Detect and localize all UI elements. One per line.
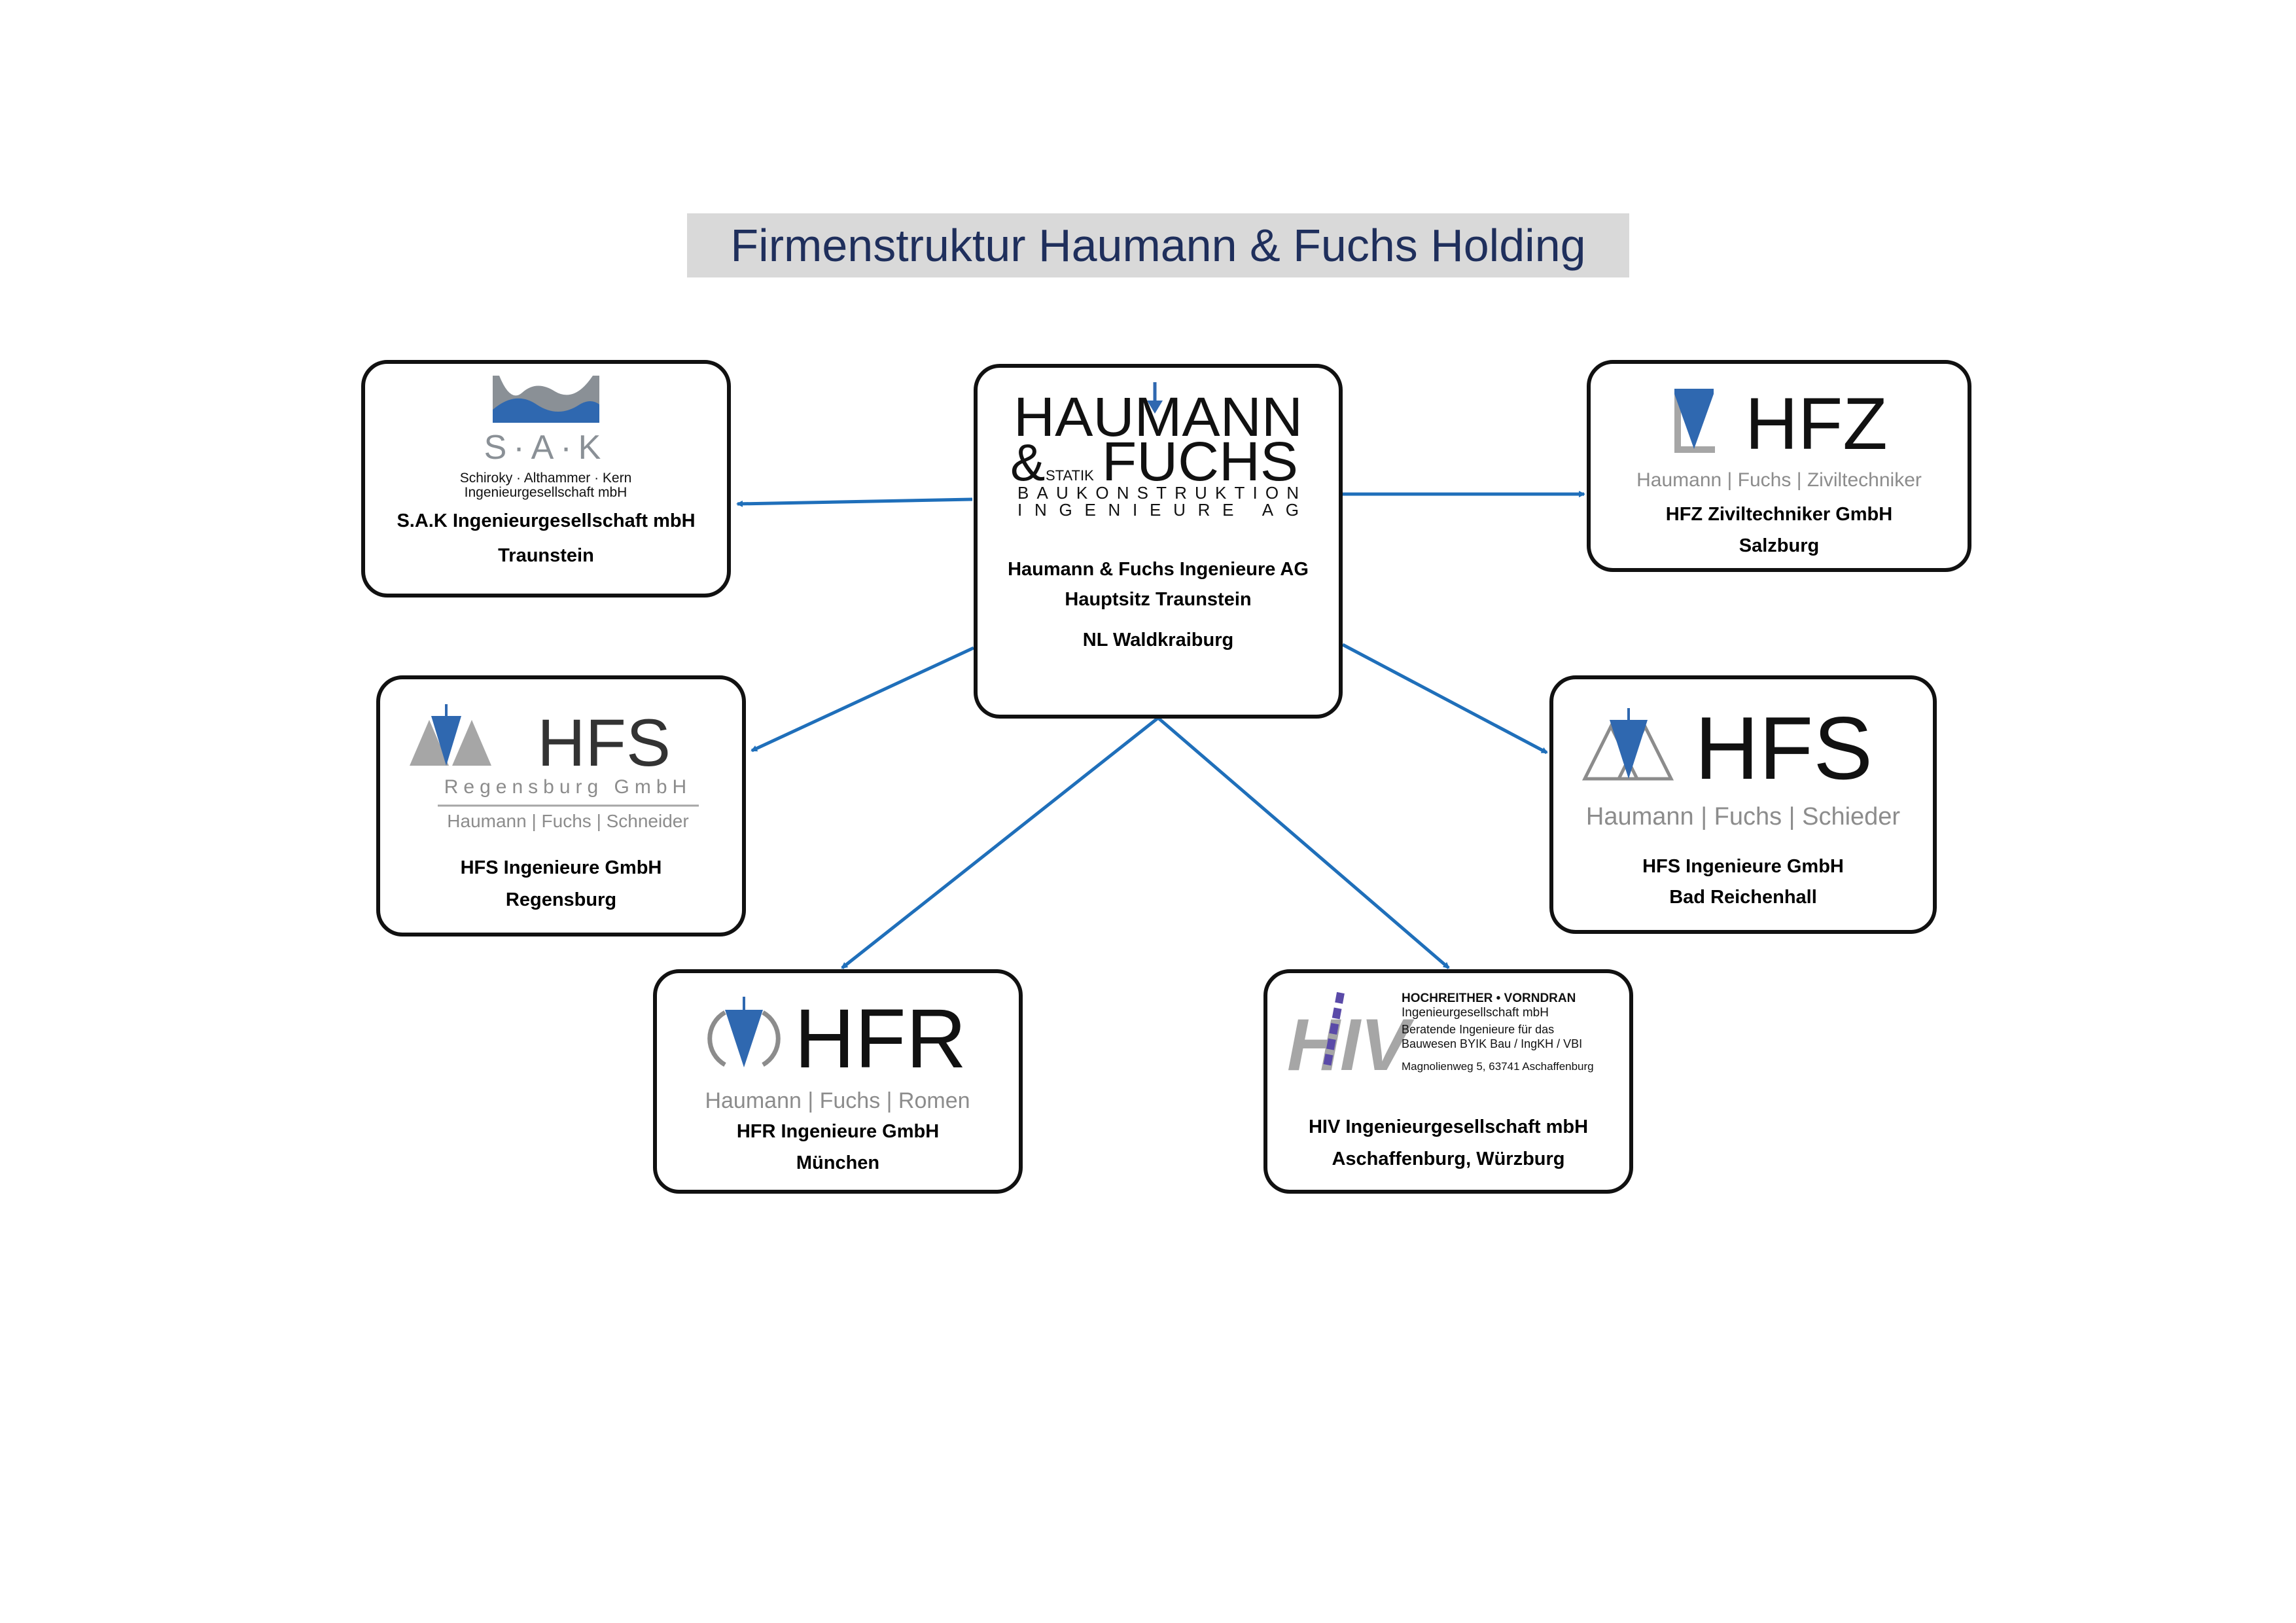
sak-logo: S·A·K Schiroky · Althammer · Kern Ingeni…: [460, 376, 632, 500]
node-name: HFR Ingenieure GmbH: [736, 1121, 940, 1142]
node-hiv: HIV HOCHREITHER • VORNDRAN Ingenieurgese…: [1263, 969, 1633, 1194]
node-location: Traunstein: [498, 545, 594, 566]
node-location: Salzburg: [1739, 535, 1820, 556]
plumb-bob-icon: [431, 716, 461, 766]
hfz-mark: HFZ: [1745, 383, 1888, 465]
node-hfr: HFR Haumann | Fuchs | Romen HFR Ingenieu…: [653, 969, 1023, 1194]
hiv-address: Magnolienweg 5, 63741 Aschaffenburg: [1402, 1060, 1594, 1073]
hiv-line2: Ingenieurgesellschaft mbH: [1402, 1006, 1549, 1020]
hfs-tagline: Haumann | Fuchs | Schieder: [1586, 803, 1901, 830]
connector-to-sak: [736, 497, 973, 507]
hiv-stripe-icon: [1322, 991, 1345, 1071]
hfr-logo: HFR Haumann | Fuchs | Romen: [705, 992, 970, 1113]
haumann-fuchs-logo: HAUMANN & STATIK FUCHS BAUKONSTRUKTION I…: [1010, 382, 1303, 520]
plumb-bob-icon: [1147, 401, 1163, 414]
sak-company-type: Ingenieurgesellschaft mbH: [465, 485, 627, 500]
node-name: S.A.K Ingenieurgesellschaft mbH: [397, 510, 696, 531]
node-location-headquarters: Hauptsitz Traunstein: [1065, 589, 1252, 610]
node-hfs-regensburg: HFS Regensburg GmbH Haumann | Fuchs | Sc…: [376, 675, 746, 936]
node-location: Regensburg: [505, 889, 617, 910]
hfs-mark: HFS: [537, 705, 671, 780]
node-hfz: HFZ Haumann | Fuchs | Ziviltechniker HFZ…: [1587, 360, 1971, 572]
page-title: Firmenstruktur Haumann & Fuchs Holding: [730, 220, 1586, 271]
node-location: München: [796, 1152, 880, 1173]
connector-to-hiv: [1157, 717, 1450, 969]
connector-to-hfs-reichenhall: [1341, 643, 1548, 755]
hfs-mark: HFS: [1695, 698, 1873, 798]
hiv-line1: HOCHREITHER • VORNDRAN: [1402, 991, 1576, 1005]
plumb-bob-icon: [725, 1010, 763, 1067]
hfz-tagline: Haumann | Fuchs | Ziviltechniker: [1636, 469, 1922, 491]
node-hfs-reichenhall: HFS Haumann | Fuchs | Schieder HFS Ingen…: [1549, 675, 1937, 934]
node-name: HIV Ingenieurgesellschaft mbH: [1308, 1116, 1589, 1137]
plumb-bob-icon: [1610, 720, 1648, 779]
title-box: Firmenstruktur Haumann & Fuchs Holding: [687, 213, 1629, 277]
hfr-arc-left-icon: [707, 1010, 726, 1067]
node-location-branch: NL Waldkraiburg: [1082, 630, 1234, 651]
hfr-arc-right-icon: [762, 1010, 781, 1067]
node-name: HFS Ingenieure GmbH: [460, 857, 662, 878]
logo-haumann-text: HAUMANN: [1014, 386, 1303, 448]
hfs-tagline: Haumann | Fuchs | Schneider: [447, 811, 688, 831]
node-name: HFS Ingenieure GmbH: [1642, 856, 1844, 877]
hiv-line3: Beratende Ingenieure für das: [1402, 1023, 1554, 1036]
node-name: HFZ Ziviltechniker GmbH: [1665, 504, 1893, 525]
logo-fuchs-text: FUCHS: [1102, 431, 1298, 492]
node-location: Bad Reichenhall: [1669, 887, 1817, 908]
sak-letters: S·A·K: [484, 429, 608, 467]
hfs-mountain-right-icon: [452, 720, 491, 766]
logo-statik-text: STATIK: [1046, 467, 1094, 484]
logo-ingenieure-ag-text: INGENIEURE AG: [1017, 500, 1299, 520]
node-location: Aschaffenburg, Würzburg: [1332, 1149, 1565, 1169]
hfz-logo: HFZ Haumann | Fuchs | Ziviltechniker: [1636, 383, 1922, 491]
hfs-sub: Regensburg GmbH: [444, 776, 692, 798]
hfs-regensburg-logo: HFS Regensburg GmbH Haumann | Fuchs | Sc…: [410, 704, 699, 831]
connector-to-hfs-regensburg: [751, 646, 975, 753]
hiv-line4: Bauwesen BYIK Bau / IngKH / VBI: [1402, 1037, 1582, 1050]
sak-founders: Schiroky · Althammer · Kern: [460, 471, 632, 486]
node-haumann-fuchs-ag: HAUMANN & STATIK FUCHS BAUKONSTRUKTION I…: [974, 364, 1343, 719]
logo-ampersand: &: [1010, 433, 1045, 491]
hfs-mountain-left-icon: [410, 720, 449, 766]
hfs-reichenhall-logo: HFS Haumann | Fuchs | Schieder: [1581, 698, 1901, 830]
hfr-tagline: Haumann | Fuchs | Romen: [705, 1088, 970, 1113]
plumb-bob-icon: [1674, 389, 1714, 449]
hiv-mark: HIV: [1287, 1004, 1415, 1086]
node-sak: S·A·K Schiroky · Althammer · Kern Ingeni…: [361, 360, 731, 597]
sak-wave-blue-icon: [493, 398, 599, 423]
hfr-mark: HFR: [794, 992, 966, 1086]
connector-to-hfr: [841, 717, 1159, 969]
hiv-logo: HIV HOCHREITHER • VORNDRAN Ingenieurgese…: [1287, 991, 1594, 1086]
node-name: Haumann & Fuchs Ingenieure AG: [1008, 559, 1309, 580]
